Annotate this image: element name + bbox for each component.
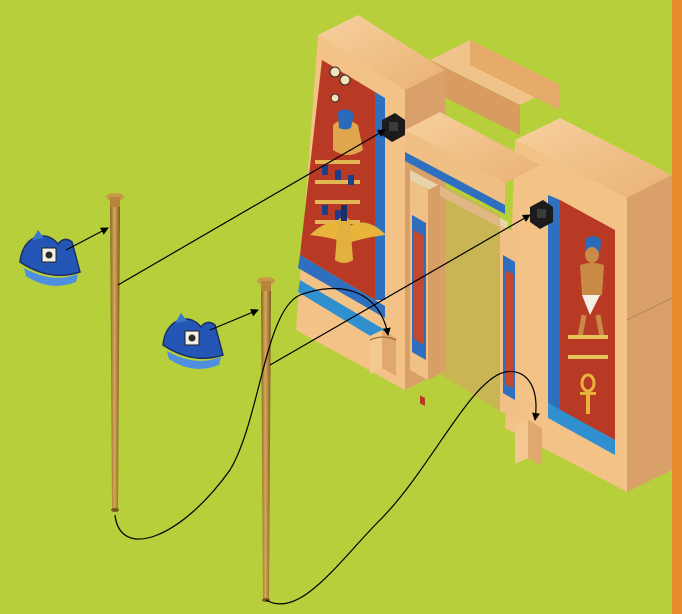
pylon-right	[505, 118, 672, 492]
edge-stripe	[672, 0, 682, 614]
